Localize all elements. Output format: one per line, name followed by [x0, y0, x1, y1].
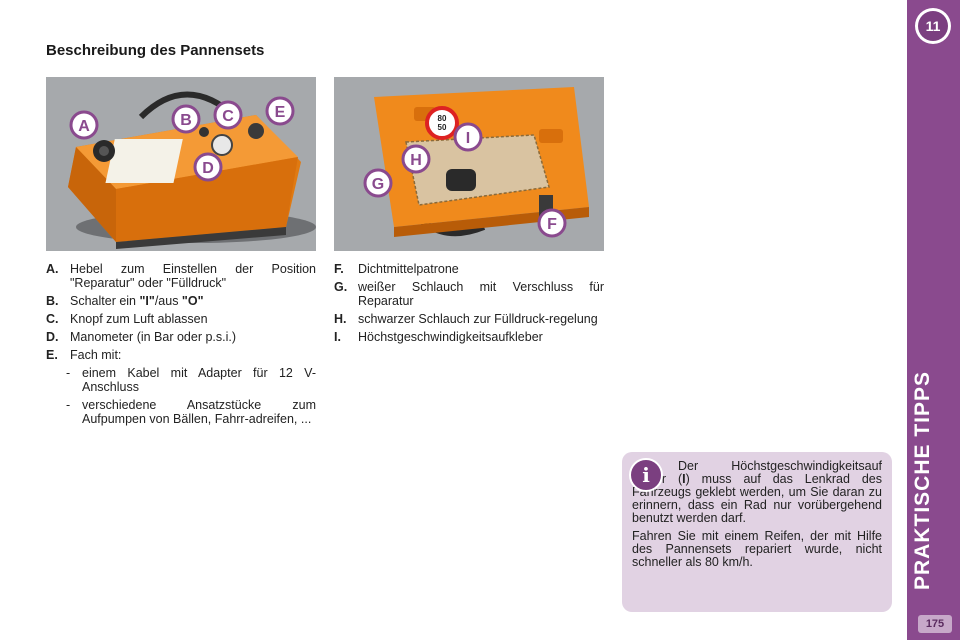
page-number: 175 [918, 615, 952, 633]
label-marker-i: I [453, 122, 483, 152]
item-description: Schalter ein "I"/aus "O" [70, 294, 204, 308]
label-marker-g: G [363, 168, 393, 198]
item-letter: B. [46, 294, 59, 308]
list-item: B. Schalter ein "I"/aus "O" [46, 294, 316, 308]
label-marker-b: B [171, 104, 201, 134]
item-letter: E. [46, 348, 58, 362]
component-list-right: F. Dichtmittelpatrone G. weißer Schlauch… [334, 262, 604, 348]
svg-text:G: G [372, 176, 384, 193]
list-item: E. Fach mit: [46, 348, 316, 362]
list-item: F. Dichtmittelpatrone [334, 262, 604, 276]
svg-text:A: A [78, 118, 90, 135]
svg-text:F: F [547, 216, 557, 233]
chapter-badge: 11 [915, 8, 951, 44]
item-description: Fach mit: [70, 348, 122, 362]
label-marker-a: A [69, 110, 99, 140]
label-marker-e: E [265, 96, 295, 126]
list-item: A. Hebel zum Einstellen der Position "Re… [46, 262, 316, 290]
info-paragraph: Der Höchstgeschwindigkeitsauf kleber (I)… [632, 459, 883, 525]
info-paragraph: Fahren Sie mit einem Reifen, der mit Hil… [632, 529, 882, 569]
item-letter: H. [334, 312, 347, 326]
chapter-sidebar [907, 0, 960, 640]
repair-kit-photo-front: A B C D E [46, 77, 316, 251]
chapter-number: 11 [918, 11, 948, 41]
item-description: Knopf zum Luft ablassen [70, 312, 208, 326]
item-letter: G. [334, 280, 348, 294]
item-description: weißer Schlauch mit Verschluss für Repar… [358, 280, 604, 308]
component-list-left: A. Hebel zum Einstellen der Position "Re… [46, 262, 316, 430]
info-box: Der Höchstgeschwindigkeitsauf kleber (I)… [622, 452, 892, 612]
svg-text:I: I [466, 130, 470, 147]
label-marker-f: F [537, 208, 567, 238]
svg-text:D: D [202, 160, 214, 177]
speed-sticker-icon: 80 50 [425, 106, 459, 140]
sub-item-description: einem Kabel mit Adapter für 12 V-Anschlu… [82, 366, 316, 394]
chapter-title: PRAKTISCHE TIPPS [911, 370, 934, 590]
label-marker-h: H [401, 144, 431, 174]
repair-kit-illustration-front: A B C D E [46, 77, 316, 251]
item-letter: D. [46, 330, 59, 344]
list-item: C. Knopf zum Luft ablassen [46, 312, 316, 326]
svg-text:E: E [275, 104, 286, 121]
label-marker-c: C [213, 100, 243, 130]
svg-text:50: 50 [438, 123, 447, 132]
list-item: I. Höchstgeschwindigkeitsaufkleber [334, 330, 604, 344]
sub-list-item: - einem Kabel mit Adapter für 12 V-Ansch… [66, 366, 316, 394]
item-description: Dichtmittelpatrone [358, 262, 459, 276]
repair-kit-illustration-open: 80 50 I H G F [334, 77, 604, 251]
svg-text:H: H [410, 152, 422, 169]
svg-text:C: C [222, 108, 234, 125]
repair-kit-photo-open: 80 50 I H G F [334, 77, 604, 251]
label-marker-d: D [193, 152, 223, 182]
item-description: Hebel zum Einstellen der Position "Repar… [70, 262, 316, 290]
info-icon: i [629, 458, 663, 492]
item-letter: F. [334, 262, 344, 276]
item-letter: I. [334, 330, 341, 344]
item-description: schwarzer Schlauch zur Fülldruck-regelun… [358, 312, 598, 326]
list-item: G. weißer Schlauch mit Verschluss für Re… [334, 280, 604, 308]
svg-text:B: B [180, 112, 192, 129]
item-letter: A. [46, 262, 59, 276]
item-description: Höchstgeschwindigkeitsaufkleber [358, 330, 543, 344]
item-letter: C. [46, 312, 59, 326]
page-title: Beschreibung des Pannensets [46, 42, 265, 59]
sub-item-description: verschiedene Ansatzstücke zum Aufpumpen … [82, 398, 316, 426]
list-item: H. schwarzer Schlauch zur Fülldruck-rege… [334, 312, 604, 326]
svg-text:80: 80 [438, 114, 447, 123]
list-item: D. Manometer (in Bar oder p.s.i.) [46, 330, 316, 344]
sub-list-item: - verschiedene Ansatzstücke zum Aufpumpe… [66, 398, 316, 426]
item-description: Manometer (in Bar oder p.s.i.) [70, 330, 237, 344]
